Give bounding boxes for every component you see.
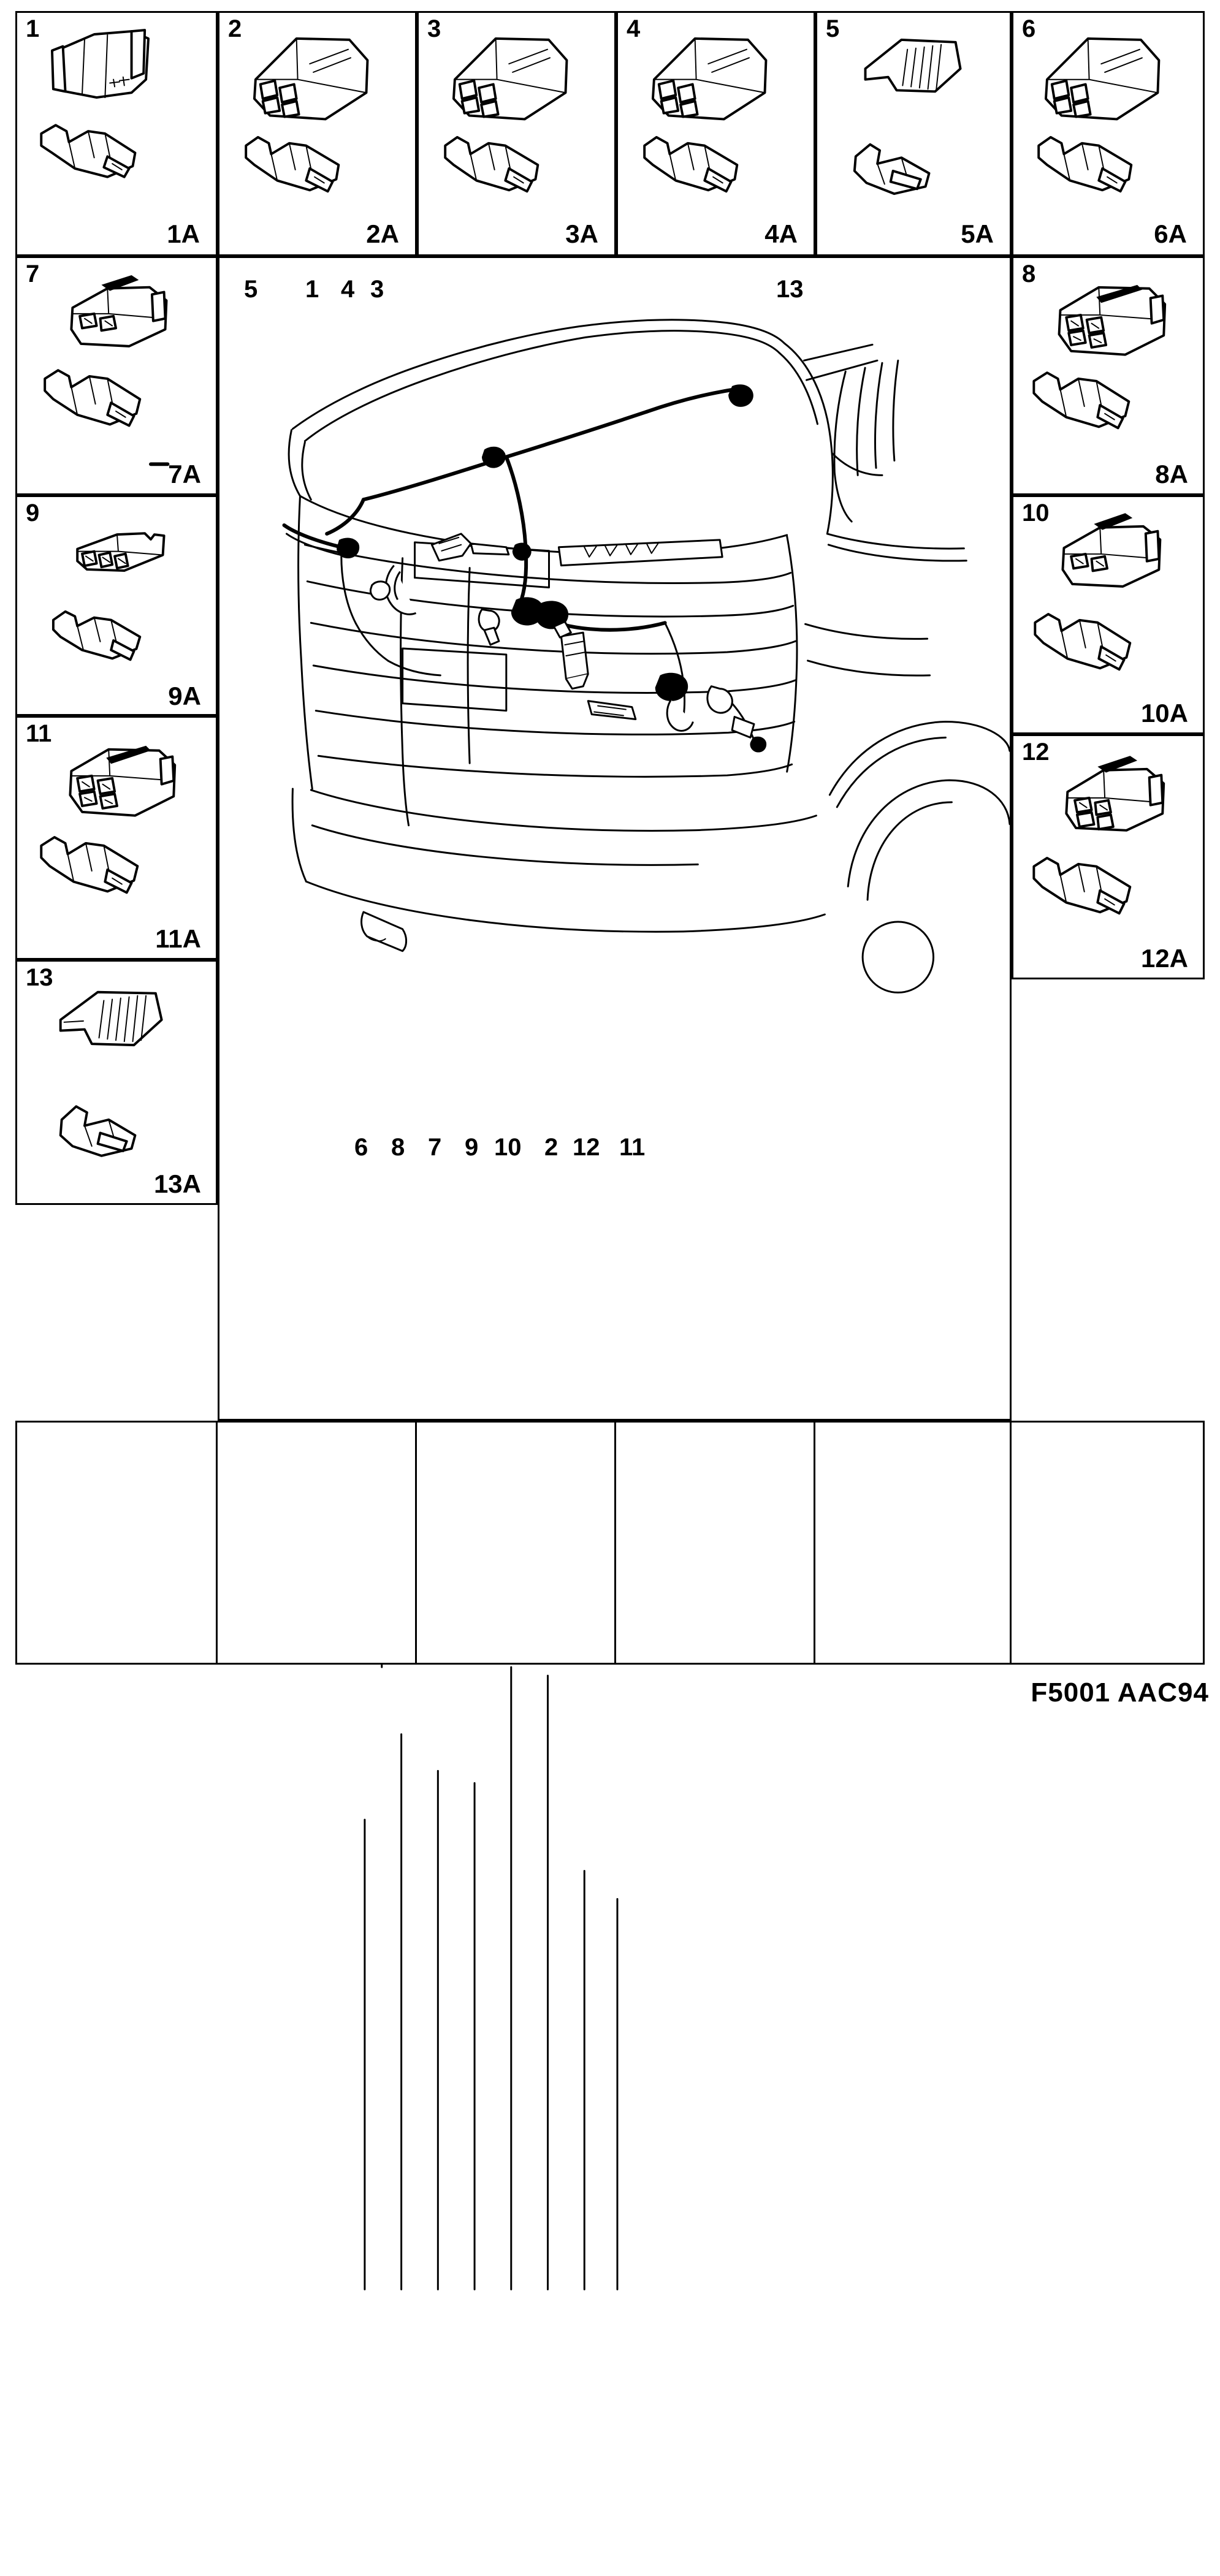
connector-housing-4way-icon bbox=[452, 37, 568, 121]
part-cell-4[interactable]: 4 4A bbox=[616, 11, 815, 256]
part-cell-13-number: 13 bbox=[26, 964, 53, 991]
connector-housing-2way-flat-icon bbox=[50, 29, 150, 99]
part-cell-11-subnumber: 11A bbox=[155, 924, 201, 953]
part-cell-9[interactable]: 9 9A bbox=[15, 495, 218, 716]
connector-housing-2way-latch-icon bbox=[70, 275, 168, 348]
terminal-blade-female-icon bbox=[245, 135, 340, 193]
callout-top-3: 3 bbox=[370, 276, 384, 303]
part-cell-7-number: 7 bbox=[26, 260, 40, 287]
bottom-cell-2[interactable] bbox=[218, 1423, 417, 1663]
part-cell-3[interactable]: 3 3A bbox=[417, 11, 616, 256]
part-cell-10-number: 10 bbox=[1022, 500, 1050, 526]
part-cell-8-number: 8 bbox=[1022, 260, 1036, 287]
part-cell-10-subnumber: 10A bbox=[1140, 699, 1188, 728]
bottom-cell-1[interactable] bbox=[17, 1423, 218, 1663]
bottom-cell-4[interactable] bbox=[616, 1423, 815, 1663]
callout-right-13: 13 bbox=[776, 276, 804, 303]
callout-bottom-7: 7 bbox=[428, 1134, 442, 1161]
part-cell-10[interactable]: 10 10A bbox=[1012, 495, 1205, 734]
terminal-blade-female-icon bbox=[44, 369, 142, 427]
part-cell-1-subnumber: 1A bbox=[167, 219, 200, 248]
catalog-plate: 1 1A 2 bbox=[15, 11, 1209, 2291]
overline-mark-icon bbox=[149, 462, 170, 466]
connector-housing-2way-latch-icon bbox=[1061, 513, 1162, 588]
part-cell-12-subnumber: 12A bbox=[1140, 944, 1188, 973]
part-cell-7[interactable]: 7 7A bbox=[15, 256, 218, 495]
terminal-blade-female-icon bbox=[1037, 135, 1133, 193]
callout-bottom-12: 12 bbox=[573, 1134, 600, 1161]
car-rear-three-quarter-hatchback-icon bbox=[282, 319, 1010, 994]
part-cell-2-number: 2 bbox=[228, 15, 242, 42]
part-cell-9-subnumber: 9A bbox=[168, 682, 201, 710]
callout-bottom-10: 10 bbox=[494, 1134, 522, 1161]
connector-housing-2way-latch-icon bbox=[1065, 756, 1165, 832]
part-cell-12[interactable]: 12 12A bbox=[1012, 734, 1205, 979]
connector-housing-ribbed-tab-icon bbox=[864, 38, 962, 93]
callout-bottom-6: 6 bbox=[354, 1134, 368, 1161]
terminal-blade-female-icon bbox=[40, 836, 139, 894]
bottom-cell-3[interactable] bbox=[417, 1423, 616, 1663]
connector-housing-4way-latch-icon bbox=[69, 745, 177, 817]
part-cell-8[interactable]: 8 8A bbox=[1012, 256, 1205, 495]
part-cell-11[interactable]: 11 11A bbox=[15, 716, 218, 960]
bottom-cell-5[interactable] bbox=[815, 1423, 1012, 1663]
part-cell-4-subnumber: 4A bbox=[764, 219, 798, 248]
part-cell-5-number: 5 bbox=[826, 15, 840, 42]
part-cell-4-number: 4 bbox=[627, 15, 641, 42]
terminal-blade-female-icon bbox=[444, 135, 539, 193]
bottom-row bbox=[15, 1421, 1205, 1665]
connector-housing-ribbed-tab-icon bbox=[59, 990, 163, 1047]
part-cell-2-subnumber: 2A bbox=[366, 219, 399, 248]
connector-housing-4way-latch-icon bbox=[1058, 284, 1167, 356]
terminal-blade-female-icon bbox=[1032, 371, 1130, 430]
terminal-blade-female-icon bbox=[1032, 857, 1132, 915]
illustration-panel bbox=[218, 256, 1012, 2291]
part-cell-3-subnumber: 3A bbox=[565, 219, 598, 248]
part-cell-12-number: 12 bbox=[1022, 739, 1050, 766]
callout-top-4: 4 bbox=[341, 276, 355, 303]
connector-housing-4way-icon bbox=[651, 37, 768, 121]
terminal-blade-female-icon bbox=[1034, 613, 1132, 671]
part-cell-1[interactable]: 1 1A bbox=[15, 11, 218, 256]
terminal-blade-female-icon bbox=[40, 124, 137, 178]
part-cell-8-subnumber: 8A bbox=[1155, 460, 1188, 488]
part-cell-6-subnumber: 6A bbox=[1154, 219, 1187, 248]
part-cell-5[interactable]: 5 5A bbox=[815, 11, 1012, 256]
part-cell-1-number: 1 bbox=[26, 15, 40, 42]
terminal-spade-small-icon bbox=[853, 143, 931, 196]
connector-housing-4way-icon bbox=[253, 37, 369, 121]
part-cell-2[interactable]: 2 2A bbox=[218, 11, 417, 256]
callout-bottom-11: 11 bbox=[619, 1134, 646, 1161]
part-cell-13-subnumber: 13A bbox=[153, 1169, 201, 1198]
callout-bottom-8: 8 bbox=[391, 1134, 405, 1161]
connector-housing-4way-icon bbox=[1045, 37, 1161, 121]
callout-bottom-2: 2 bbox=[544, 1134, 559, 1161]
terminal-spade-small-icon bbox=[59, 1105, 137, 1157]
part-cell-5-subnumber: 5A bbox=[961, 219, 994, 248]
callout-bottom-9: 9 bbox=[465, 1134, 479, 1161]
bottom-cell-6[interactable] bbox=[1012, 1423, 1207, 1663]
part-cell-13[interactable]: 13 13A bbox=[15, 960, 218, 1205]
terminal-blade-female-icon bbox=[643, 135, 739, 193]
part-cell-7-subnumber: 7A bbox=[168, 460, 201, 488]
part-cell-6-number: 6 bbox=[1022, 15, 1036, 42]
part-cell-3-number: 3 bbox=[427, 15, 441, 42]
part-cell-9-number: 9 bbox=[26, 500, 40, 526]
footer-reference-code: F5001 AAC94 bbox=[1031, 1677, 1209, 1708]
callout-top-1: 1 bbox=[305, 276, 319, 303]
part-cell-11-number: 11 bbox=[26, 720, 52, 747]
part-cell-6[interactable]: 6 6A bbox=[1012, 11, 1205, 256]
callout-top-5: 5 bbox=[244, 276, 258, 303]
